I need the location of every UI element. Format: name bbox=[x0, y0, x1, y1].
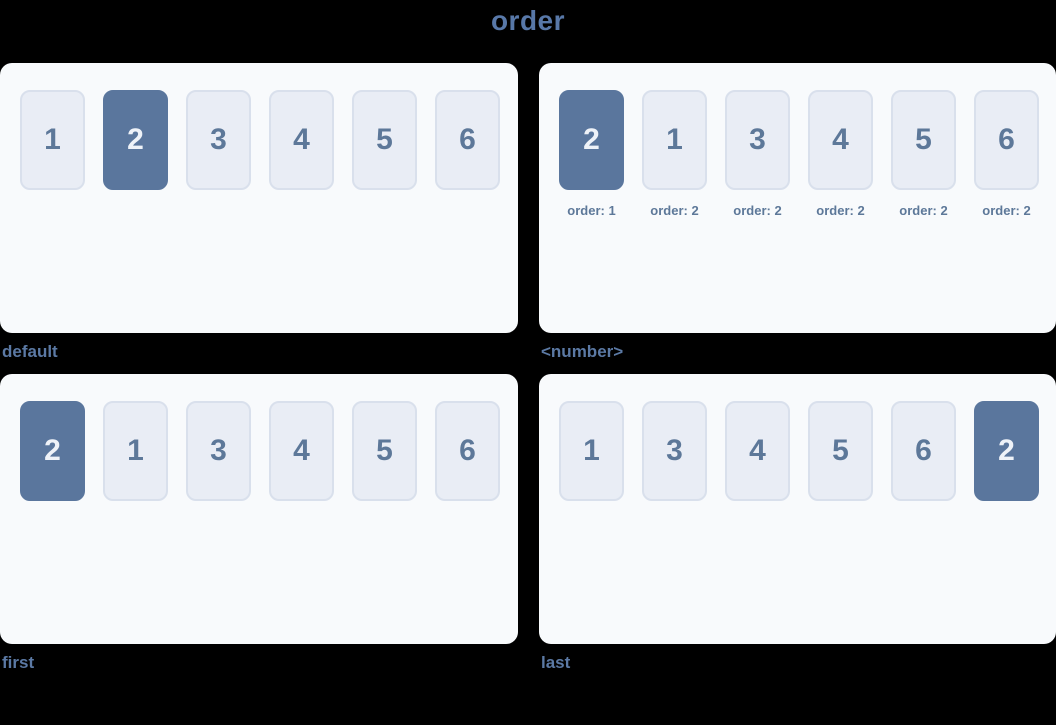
flex-item: 1 bbox=[559, 401, 624, 501]
demo-panel-first: 2 1 3 4 5 6 bbox=[0, 374, 518, 644]
flex-item: 3 bbox=[186, 90, 251, 190]
flex-item-highlighted: 2 bbox=[103, 90, 168, 190]
flex-item: 1 bbox=[642, 90, 707, 190]
flex-item: 1 bbox=[103, 401, 168, 501]
demo-panel-number: 2 order: 1 1 order: 2 3 order: 2 4 order… bbox=[539, 63, 1056, 333]
panel-caption: <number> bbox=[541, 342, 624, 361]
flex-container: 2 1 3 4 5 6 bbox=[20, 401, 504, 501]
flex-item-group: 2 order: 1 bbox=[559, 90, 624, 218]
flex-item: 3 bbox=[725, 90, 790, 190]
flex-item: 1 bbox=[20, 90, 85, 190]
demo-panel-last: 1 3 4 5 6 2 bbox=[539, 374, 1056, 644]
order-label: order: 1 bbox=[567, 203, 616, 218]
flex-container: 2 order: 1 1 order: 2 3 order: 2 4 order… bbox=[559, 90, 1042, 218]
panel-caption: last bbox=[541, 653, 571, 672]
order-label: order: 2 bbox=[899, 203, 948, 218]
demo-cell-first: 2 1 3 4 5 6 first bbox=[0, 374, 518, 685]
order-label: order: 2 bbox=[650, 203, 699, 218]
order-label: order: 2 bbox=[982, 203, 1031, 218]
flex-item: 5 bbox=[352, 90, 417, 190]
flex-item: 4 bbox=[808, 90, 873, 190]
flex-container: 1 3 4 5 6 2 bbox=[559, 401, 1042, 501]
flex-item: 5 bbox=[891, 90, 956, 190]
demo-cell-number: 2 order: 1 1 order: 2 3 order: 2 4 order… bbox=[539, 63, 1056, 374]
flex-item: 3 bbox=[642, 401, 707, 501]
flex-item: 5 bbox=[352, 401, 417, 501]
flex-item: 4 bbox=[269, 90, 334, 190]
demo-cell-default: 1 2 3 4 5 6 default bbox=[0, 63, 518, 374]
order-label: order: 2 bbox=[733, 203, 782, 218]
flex-item-highlighted: 2 bbox=[559, 90, 624, 190]
flex-item-group: 3 order: 2 bbox=[725, 90, 790, 218]
flex-item: 6 bbox=[974, 90, 1039, 190]
flex-item: 6 bbox=[891, 401, 956, 501]
demo-panel-default: 1 2 3 4 5 6 bbox=[0, 63, 518, 333]
flex-item-highlighted: 2 bbox=[20, 401, 85, 501]
panel-caption: first bbox=[2, 653, 35, 672]
demo-grid: 1 2 3 4 5 6 default 2 order: 1 1 order: … bbox=[0, 63, 1056, 685]
flex-item: 6 bbox=[435, 401, 500, 501]
panel-caption: default bbox=[2, 342, 58, 361]
flex-item: 3 bbox=[186, 401, 251, 501]
flex-item-group: 6 order: 2 bbox=[974, 90, 1039, 218]
flex-item-group: 4 order: 2 bbox=[808, 90, 873, 218]
flex-container: 1 2 3 4 5 6 bbox=[20, 90, 504, 190]
flex-item: 4 bbox=[269, 401, 334, 501]
flex-item-highlighted: 2 bbox=[974, 401, 1039, 501]
flex-item: 4 bbox=[725, 401, 790, 501]
page-title: order bbox=[490, 5, 566, 36]
flex-item-group: 1 order: 2 bbox=[642, 90, 707, 218]
flex-item: 6 bbox=[435, 90, 500, 190]
order-label: order: 2 bbox=[816, 203, 865, 218]
flex-item: 5 bbox=[808, 401, 873, 501]
flex-item-group: 5 order: 2 bbox=[891, 90, 956, 218]
demo-cell-last: 1 3 4 5 6 2 last bbox=[539, 374, 1056, 685]
